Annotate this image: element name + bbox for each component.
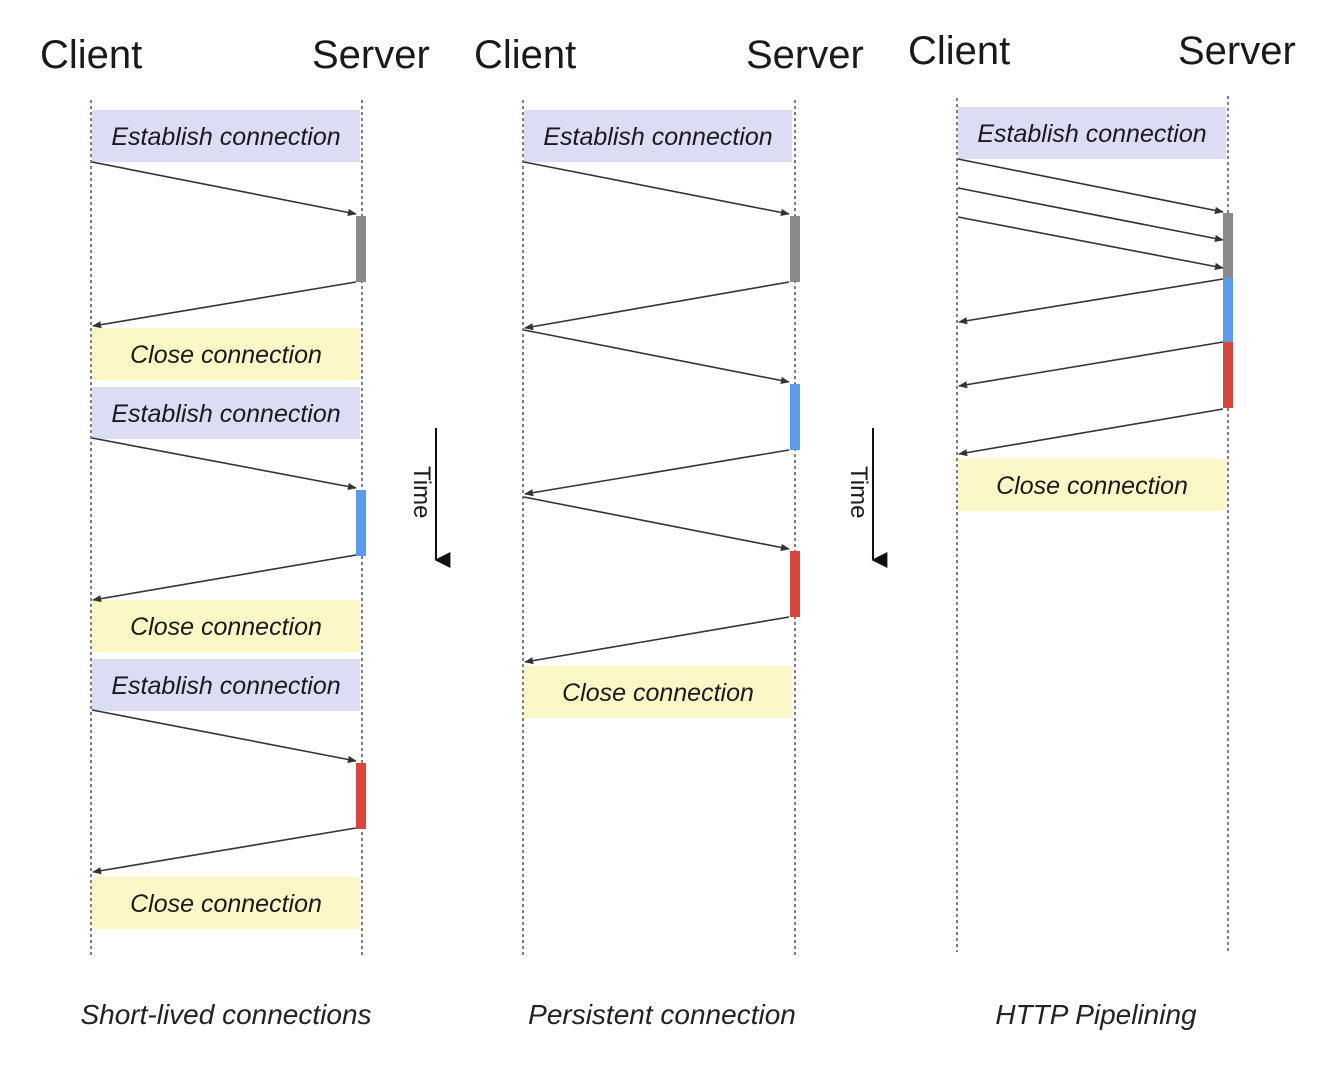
processing-bar-gray <box>1223 213 1233 279</box>
close-connection-label: Close connection <box>130 613 322 641</box>
establish-connection-box <box>958 107 1226 159</box>
establish-connection-label: Establish connection <box>111 672 340 700</box>
request-arrow <box>91 161 357 216</box>
response-arrow <box>92 827 357 875</box>
response-arrow <box>524 281 790 331</box>
response-arrow <box>524 449 790 497</box>
close-connection-label: Close connection <box>996 472 1188 500</box>
diagram-caption: HTTP Pipelining <box>995 999 1197 1030</box>
server-header: Server <box>1178 29 1296 73</box>
time-arrow: Time <box>408 428 451 568</box>
processing-bar-blue <box>790 384 800 450</box>
establish-connection-box <box>92 387 360 439</box>
establish-connection-label: Establish connection <box>977 120 1206 148</box>
processing-bar-red <box>356 763 366 829</box>
client-header: Client <box>40 33 142 77</box>
close-connection-label: Close connection <box>562 679 754 707</box>
close-connection-box <box>92 877 360 929</box>
close-connection-box <box>958 459 1226 511</box>
response-arrow <box>524 616 790 665</box>
response-arrow <box>92 554 357 603</box>
processing-bar-gray <box>356 216 366 282</box>
diagram-caption: Persistent connection <box>528 999 796 1030</box>
request-arrow <box>523 329 790 384</box>
close-connection-box <box>92 600 360 652</box>
response-arrow <box>958 408 1224 457</box>
response-arrow <box>92 281 357 329</box>
client-header: Client <box>474 33 576 77</box>
establish-connection-box <box>92 110 360 162</box>
response-arrow <box>958 278 1224 325</box>
server-header: Server <box>746 33 864 77</box>
time-label: Time <box>845 466 872 518</box>
server-header: Server <box>312 33 430 77</box>
processing-bar-gray <box>790 216 800 282</box>
panel-persistent: Client Server Establish connection Close… <box>474 33 864 1030</box>
establish-connection-label: Establish connection <box>111 400 340 428</box>
panel-pipelining: Client Server Establish connection Close… <box>908 29 1296 1030</box>
request-arrow <box>957 216 1224 271</box>
processing-bar-blue <box>356 490 366 556</box>
processing-bar-blue <box>1223 278 1233 342</box>
establish-connection-box <box>524 110 792 162</box>
request-arrow <box>957 187 1224 242</box>
time-arrow: Time <box>845 428 888 568</box>
request-arrow <box>523 496 790 551</box>
processing-bar-red <box>1223 342 1233 408</box>
request-arrow <box>91 437 357 491</box>
establish-connection-label: Establish connection <box>543 123 772 151</box>
request-arrow <box>91 709 357 763</box>
close-connection-box <box>92 328 360 380</box>
request-arrow <box>957 158 1224 214</box>
establish-connection-label: Establish connection <box>111 123 340 151</box>
request-arrow <box>523 161 790 216</box>
response-arrow <box>958 341 1224 389</box>
close-connection-label: Close connection <box>130 341 322 369</box>
diagram-caption: Short-lived connections <box>80 999 371 1030</box>
time-label: Time <box>408 466 435 518</box>
panel-short-lived: Client Server Establish connection Close… <box>40 33 430 1030</box>
client-header: Client <box>908 29 1010 73</box>
establish-connection-box <box>92 659 360 711</box>
close-connection-label: Close connection <box>130 890 322 918</box>
close-connection-box <box>524 666 792 718</box>
processing-bar-red <box>790 551 800 617</box>
